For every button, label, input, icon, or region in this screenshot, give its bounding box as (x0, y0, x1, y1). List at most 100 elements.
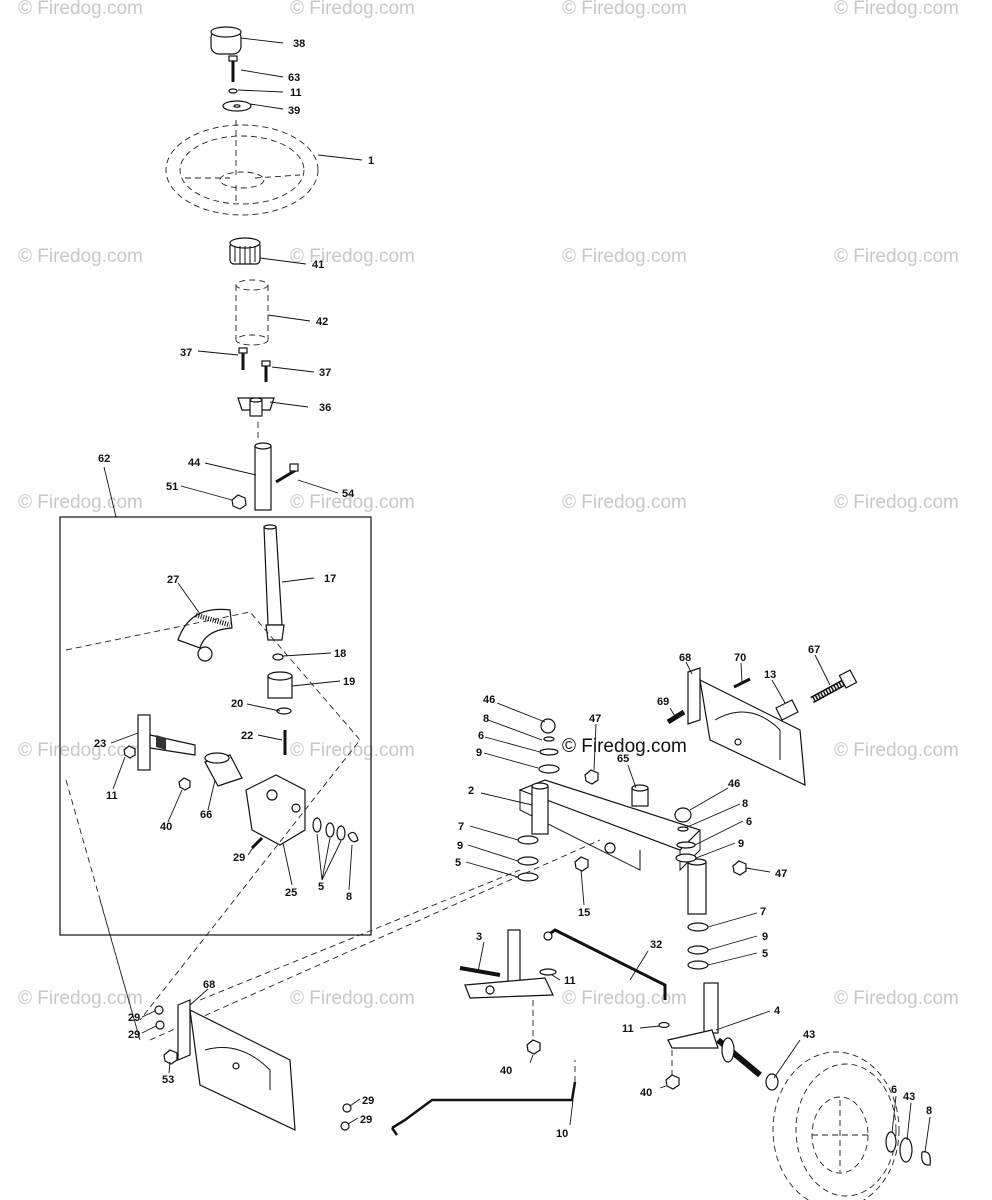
callout-4: 4 (774, 1005, 781, 1017)
washers-5 (312, 817, 346, 841)
callout-54: 54 (342, 488, 355, 500)
callout-5: 5 (318, 881, 324, 893)
callout-6: 6 (891, 1084, 897, 1096)
watermark-text: © Firedog.com (290, 492, 415, 513)
callout-19: 19 (343, 676, 355, 688)
callout-6: 6 (478, 730, 484, 742)
bolt-37-left (238, 347, 248, 370)
nut-40-b (665, 1074, 680, 1090)
watermark-text: © Firedog.com (18, 740, 143, 761)
callout-65: 65 (617, 753, 629, 765)
spindle-2 (531, 782, 549, 835)
callout-7: 7 (760, 906, 766, 918)
callout-38: 38 (293, 38, 305, 50)
tie-rod-32 (543, 928, 667, 1000)
callout-9: 9 (738, 838, 744, 850)
watermark-text: © Firedog.com (18, 492, 143, 513)
callout-11: 11 (622, 1023, 634, 1035)
steering-cap-38 (210, 26, 242, 55)
watermark-text: © Firedog.com (834, 492, 959, 513)
callout-29: 29 (128, 1029, 140, 1041)
watermark-text: © Firedog.com (562, 988, 687, 1009)
pinion-shaft-23 (137, 714, 196, 771)
callout-labels: 38 63 11 39 1 41 42 37 37 36 62 44 54 51… (94, 38, 932, 1140)
callout-37: 37 (319, 367, 331, 379)
callout-70: 70 (734, 652, 746, 664)
shaft-17 (263, 524, 285, 641)
callout-11: 11 (106, 790, 118, 802)
callout-40: 40 (160, 821, 172, 833)
steering-wheel-1 (165, 120, 319, 216)
watermark-text: © Firedog.com (290, 0, 415, 19)
callout-41: 41 (312, 259, 324, 271)
callout-29: 29 (233, 852, 245, 864)
cap-46-left (540, 718, 556, 734)
nut-11 (123, 745, 136, 759)
callout-29: 29 (360, 1114, 372, 1126)
callout-8: 8 (346, 891, 352, 903)
washer-11 (228, 88, 238, 94)
watermark-text: © Firedog.com (18, 988, 143, 1009)
bolts-29-left (154, 1005, 352, 1131)
washer-6 (885, 1131, 897, 1153)
callout-9: 9 (457, 840, 463, 852)
callout-2: 2 (468, 785, 474, 797)
callout-17: 17 (324, 573, 336, 585)
callout-39: 39 (288, 105, 300, 117)
callout-15: 15 (578, 907, 590, 919)
callout-10: 10 (556, 1128, 568, 1140)
drag-link-10 (390, 1060, 577, 1136)
steering-shaft-44 (254, 422, 272, 511)
nut-40 (178, 777, 191, 791)
callout-27: 27 (167, 574, 179, 586)
nut-40-a (526, 1039, 541, 1055)
center-watermark: © Firedog.com (562, 736, 687, 757)
nut-51 (231, 494, 247, 510)
watermark-text: © Firedog.com (834, 740, 959, 761)
callout-44: 44 (188, 457, 201, 469)
callout-51: 51 (166, 481, 178, 493)
callout-8: 8 (926, 1105, 932, 1117)
clip-8 (347, 831, 359, 843)
callout-43: 43 (803, 1029, 815, 1041)
callout-68: 68 (203, 979, 215, 991)
bolt-54 (275, 463, 299, 484)
callout-53: 53 (162, 1074, 174, 1086)
callout-18: 18 (334, 648, 346, 660)
callout-9: 9 (762, 931, 768, 943)
callout-67: 67 (808, 644, 820, 656)
bushing-65 (631, 784, 649, 807)
watermark-text: © Firedog.com (834, 246, 959, 267)
callout-37: 37 (180, 347, 192, 359)
callout-1: 1 (368, 155, 374, 167)
washer-43-b (899, 1137, 913, 1163)
callout-63: 63 (288, 72, 300, 84)
callout-25: 25 (285, 887, 297, 899)
screw-63 (228, 55, 238, 82)
callout-5: 5 (762, 948, 768, 960)
callout-36: 36 (319, 402, 331, 414)
watermark-layer: © Firedog.com © Firedog.com © Firedog.com ©… (18, 0, 959, 1009)
callout-68: 68 (679, 652, 691, 664)
callout-29: 29 (362, 1095, 374, 1107)
watermark-text: © Firedog.com (834, 0, 959, 19)
callout-8: 8 (742, 798, 748, 810)
callout-6: 6 (746, 816, 752, 828)
bolt-70 (733, 677, 751, 689)
bolt-37-right (261, 360, 271, 382)
clip-8-wheel (921, 1151, 931, 1166)
callout-43: 43 (903, 1091, 915, 1103)
nut-53 (163, 1049, 178, 1065)
callout-7: 7 (458, 821, 464, 833)
washer-stack-left (517, 718, 560, 882)
washer-18 (272, 653, 284, 661)
callout-3: 3 (476, 931, 482, 943)
leader-lines (110, 37, 931, 1153)
spindle-right (687, 858, 707, 915)
coupler-19 (267, 671, 293, 699)
watermark-text: © Firedog.com (562, 246, 687, 267)
callout-32: 32 (650, 939, 662, 951)
watermark-text: © Firedog.com (562, 492, 687, 513)
spacer-66 (204, 752, 243, 787)
callout-62: 62 (98, 453, 110, 465)
